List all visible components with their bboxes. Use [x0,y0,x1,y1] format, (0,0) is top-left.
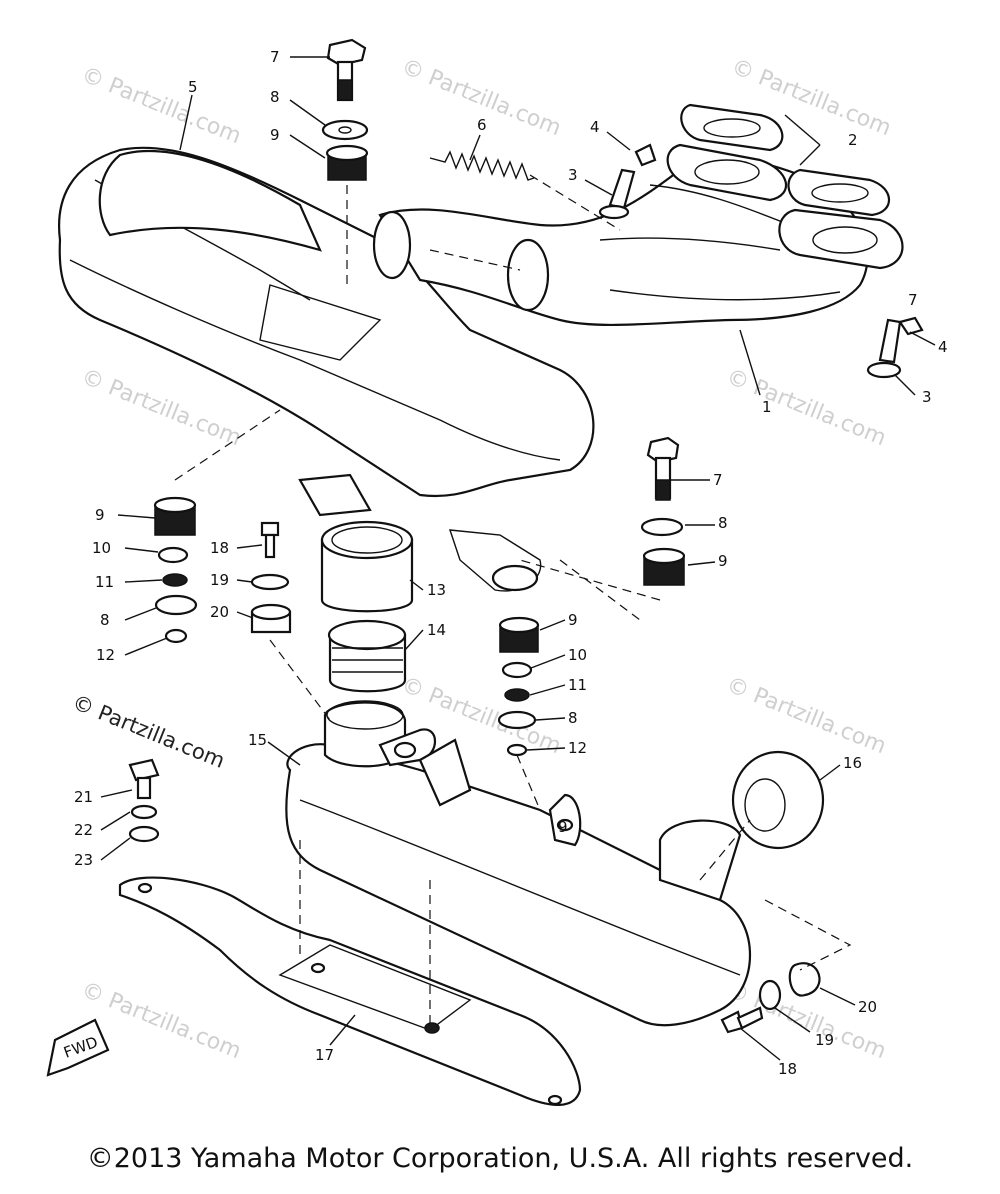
exhaust-gaskets [666,103,904,270]
callout-2: 2 [848,131,858,149]
callout-11: 11 [95,573,114,591]
callout-22: 22 [74,821,93,839]
callout-13: 13 [427,581,446,599]
spring [429,150,535,181]
callout-7: 7 [270,48,280,66]
top-bolt-stack [321,38,369,181]
callout-14: 14 [427,621,446,639]
callout-9: 9 [558,818,568,836]
callout-numbers: 7 8 9 5 6 4 3 2 7 4 1 3 7 8 9 9 10 11 8 … [74,48,948,1078]
small-bolts [598,143,924,379]
callout-16: 16 [843,754,862,772]
callout-8: 8 [270,88,280,106]
callout-6: 6 [477,116,487,134]
callout-9: 9 [718,552,728,570]
watermark: © Partzilla.com [723,364,890,451]
callout-7: 7 [713,471,723,489]
right-damper-stack [497,616,540,757]
left-damper-stack [153,496,198,644]
callout-18: 18 [210,539,229,557]
bottom-left-bolt [128,758,160,843]
callout-9: 9 [270,126,280,144]
callout-10: 10 [92,539,111,557]
callout-23: 23 [74,851,93,869]
callout-15: 15 [248,731,267,749]
callout-21: 21 [74,788,93,806]
callout-3: 3 [568,166,578,184]
callout-11: 11 [568,676,587,694]
leader-lines [100,56,936,1061]
exhaust-pipe [372,157,869,327]
tail-gasket [731,750,825,850]
fwd-arrow: FWD [46,1018,110,1077]
upper-muffler [58,146,595,592]
callout-20: 20 [858,998,877,1016]
callout-9: 9 [95,506,105,524]
callout-19: 19 [815,1031,834,1049]
connector-pipe [320,520,414,613]
lower-muffler [285,700,751,1027]
guide-lines [174,174,852,1030]
right-bolt-stack [640,436,686,586]
watermark: © Partzilla.com [723,672,890,759]
callout-20: 20 [210,603,229,621]
callout-8: 8 [568,709,578,727]
callout-8: 8 [718,514,728,532]
spring-seal [327,619,407,693]
copyright-notice: ©2013 Yamaha Motor Corporation, U.S.A. A… [86,1143,914,1174]
callout-19: 19 [210,571,229,589]
muffler-bracket [118,876,582,1106]
callout-4: 4 [938,338,948,356]
callout-9: 9 [568,611,578,629]
callout-12: 12 [96,646,115,664]
callout-4: 4 [590,118,600,136]
bottom-right-bolt [720,962,821,1034]
callout-10: 10 [568,646,587,664]
callout-8: 8 [100,611,110,629]
callout-1: 1 [762,398,772,416]
watermark: © Partzilla.com [78,364,245,451]
callout-17: 17 [315,1046,334,1064]
middle-bolt-stack [250,521,292,634]
callout-7: 7 [908,291,918,309]
callout-12: 12 [568,739,587,757]
watermark: © Partzilla.com [78,62,245,149]
callout-5: 5 [188,78,198,96]
callout-18: 18 [778,1060,797,1078]
callout-3: 3 [922,388,932,406]
